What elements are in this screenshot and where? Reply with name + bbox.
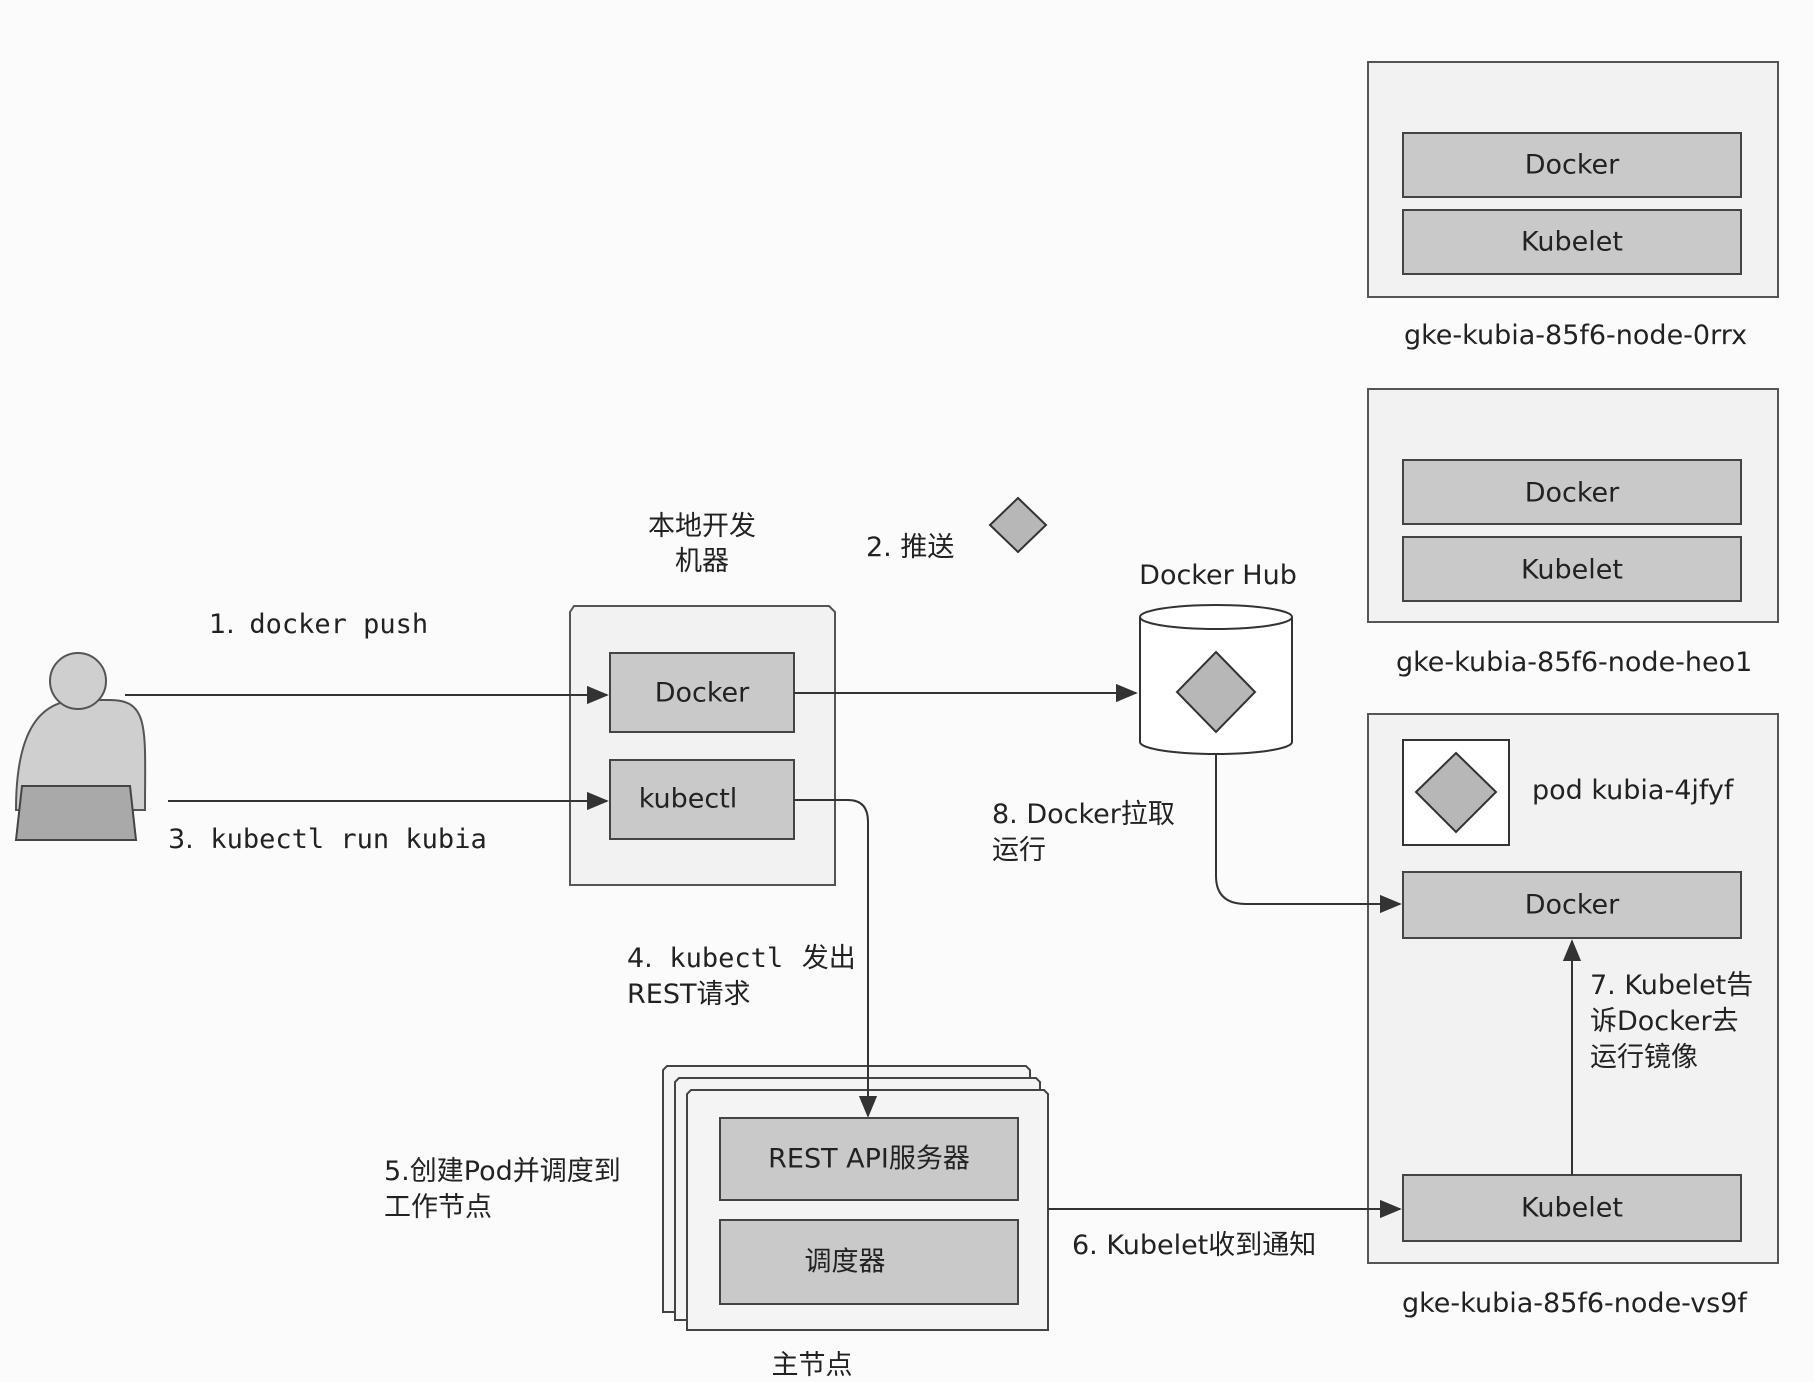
- node-vs9f-name: gke-kubia-85f6-node-vs9f: [1402, 1288, 1748, 1319]
- node-0rrx-docker-box: [1402, 132, 1742, 198]
- node-0rrx-docker-label: Docker: [1525, 150, 1620, 181]
- node-heo1-kubelet-label: Kubelet: [1521, 555, 1623, 586]
- pushed-image-diamond-icon: [988, 496, 1048, 554]
- dev-docker-box: [609, 652, 795, 733]
- docker-hub-title: Docker Hub: [1139, 560, 1297, 591]
- node-heo1-name: gke-kubia-85f6-node-heo1: [1396, 647, 1752, 678]
- docker-hub-cylinder: [1139, 604, 1293, 755]
- master-node-caption: 主节点: [772, 1350, 853, 1381]
- step2-label: 2. 推送: [866, 532, 954, 563]
- master-node-box: REST API服务器 调度器: [662, 1065, 1049, 1331]
- arrow-step8-docker-pull: [1215, 754, 1402, 914]
- pod-name: pod kubia-4jfyf: [1532, 775, 1735, 806]
- node-0rrx-kubelet-box: [1402, 209, 1742, 275]
- api-server-label: REST API服务器: [768, 1144, 970, 1175]
- arrow-step4-rest-request: [794, 799, 878, 1118]
- dev-machine-title-line2: 机器: [675, 546, 729, 577]
- step4-label-line2: REST请求: [627, 979, 750, 1010]
- dev-machine-title-line1: 本地开发: [648, 511, 756, 542]
- node-0rrx-name: gke-kubia-85f6-node-0rrx: [1404, 320, 1747, 351]
- node-vs9f-docker-box: [1402, 871, 1742, 939]
- step8-label-line1: 8. Docker拉取: [992, 799, 1175, 830]
- step7-label-line1: 7. Kubelet告: [1590, 970, 1753, 1001]
- step1-label: 1. docker push: [209, 609, 428, 640]
- scheduler-label: 调度器: [805, 1247, 886, 1278]
- dev-machine-box: Docker kubectl: [569, 605, 836, 886]
- node-vs9f-kubelet-label: Kubelet: [1521, 1193, 1623, 1224]
- node-vs9f-docker-label: Docker: [1525, 890, 1620, 921]
- node-0rrx-kubelet-label: Kubelet: [1521, 227, 1623, 258]
- laptop-icon: [14, 785, 138, 841]
- image-diamond-icon: [1175, 650, 1257, 734]
- step5-label-line1: 5.创建Pod并调度到: [384, 1156, 621, 1187]
- step1-command: docker push: [249, 609, 428, 640]
- developer-icon: [14, 652, 147, 841]
- scheduler-box: [719, 1219, 1019, 1305]
- step8-label-line2: 运行: [992, 835, 1046, 866]
- step4-number: 4.: [627, 943, 653, 974]
- step3-label: 3. kubectl run kubia: [168, 824, 487, 855]
- step3-command: kubectl run kubia: [210, 824, 486, 855]
- node-vs9f-kubelet-box: [1402, 1174, 1742, 1242]
- step7-label-line2: 诉Docker去: [1590, 1006, 1739, 1037]
- api-server-box: [719, 1117, 1019, 1201]
- node-heo1-docker-box: [1402, 459, 1742, 525]
- node-heo1-kubelet-box: [1402, 536, 1742, 602]
- step7-label-line3: 运行镜像: [1590, 1042, 1698, 1073]
- step3-number: 3.: [168, 824, 194, 855]
- step4-text: 发出: [802, 943, 856, 974]
- step6-label: 6. Kubelet收到通知: [1072, 1230, 1316, 1261]
- worker-node-0rrx: Docker Kubelet: [1367, 61, 1779, 298]
- worker-node-heo1: Docker Kubelet: [1367, 388, 1779, 623]
- step4-label-line1: 4. kubectl 发出: [627, 943, 856, 974]
- dev-kubectl-box: [609, 759, 795, 840]
- dev-docker-label: Docker: [655, 678, 750, 709]
- node-heo1-docker-label: Docker: [1525, 478, 1620, 509]
- pod-image-diamond-icon: [1414, 751, 1498, 834]
- step5-label-line2: 工作节点: [384, 1192, 492, 1223]
- step4-command: kubectl: [669, 943, 783, 974]
- dev-kubectl-label: kubectl: [639, 784, 738, 815]
- step1-number: 1.: [209, 609, 235, 640]
